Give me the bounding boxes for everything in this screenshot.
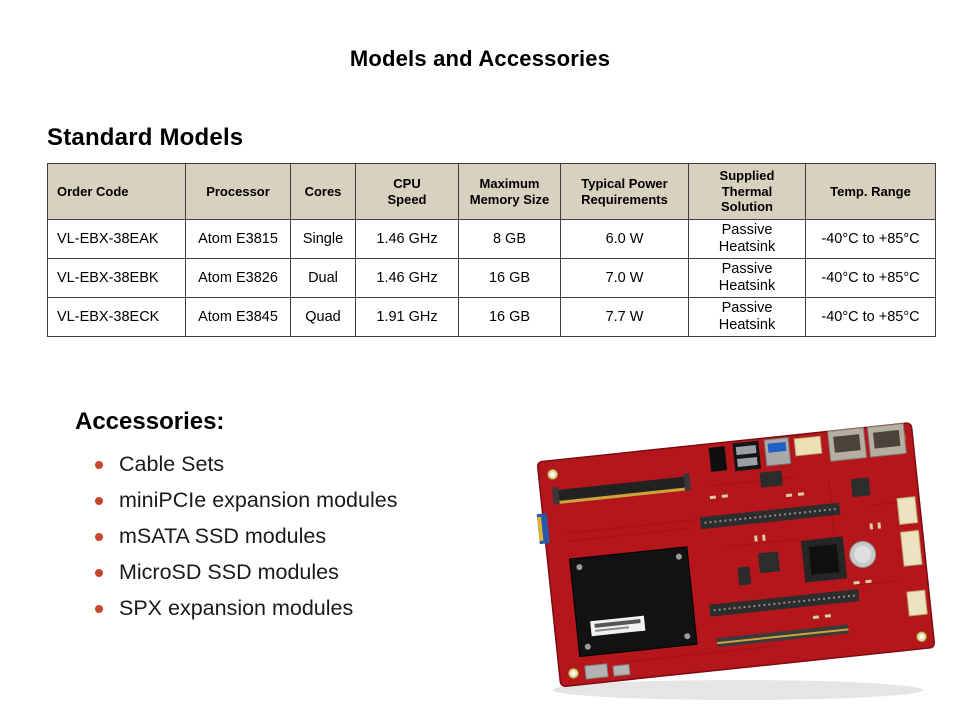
table-row: VL-EBX-38EAK Atom E3815 Single 1.46 GHz … (47, 219, 936, 259)
cell-cores: Single (290, 219, 356, 259)
cell-cores: Dual (290, 258, 356, 298)
header-power: Typical Power Requirements (560, 163, 689, 220)
header-cpu-speed: CPU Speed (355, 163, 459, 220)
header-thermal: Supplied Thermal Solution (688, 163, 806, 220)
accessory-label: SPX expansion modules (119, 596, 354, 620)
cell-thermal: Passive Heatsink (688, 258, 806, 298)
cell-order-code: VL-EBX-38ECK (47, 297, 186, 337)
table-header-row: Order Code Processor Cores CPU Speed Max… (47, 163, 936, 220)
cell-processor: Atom E3815 (185, 219, 291, 259)
bullet-icon (95, 460, 103, 469)
cell-thermal: Passive Heatsink (688, 297, 806, 337)
bullet-icon (95, 496, 103, 505)
cell-temp-range: -40°C to +85°C (805, 219, 936, 259)
accessories-heading: Accessories: (75, 408, 225, 435)
standard-models-heading: Standard Models (47, 124, 244, 151)
header-order-code: Order Code (47, 163, 186, 220)
cell-cpu-speed: 1.46 GHz (355, 258, 459, 298)
accessory-label: MicroSD SSD modules (119, 560, 339, 584)
models-table: Order Code Processor Cores CPU Speed Max… (47, 163, 936, 337)
list-item: SPX expansion modules (95, 596, 397, 621)
bullet-icon (95, 568, 103, 577)
cell-temp-range: -40°C to +85°C (805, 258, 936, 298)
cell-power: 6.0 W (560, 219, 689, 259)
list-item: miniPCIe expansion modules (95, 488, 397, 513)
accessory-label: mSATA SSD modules (119, 524, 327, 548)
cell-cpu-speed: 1.91 GHz (355, 297, 459, 337)
list-item: MicroSD SSD modules (95, 560, 397, 585)
list-item: Cable Sets (95, 452, 397, 477)
cell-order-code: VL-EBX-38EAK (47, 219, 186, 259)
circuit-board-image (506, 398, 960, 712)
accessory-label: Cable Sets (119, 452, 225, 476)
cell-max-memory: 8 GB (458, 219, 561, 259)
accessories-section: Accessories: Cable Sets miniPCIe expansi… (75, 408, 397, 632)
table-row: VL-EBX-38EBK Atom E3826 Dual 1.46 GHz 16… (47, 258, 936, 298)
cell-cpu-speed: 1.46 GHz (355, 219, 459, 259)
cell-processor: Atom E3845 (185, 297, 291, 337)
bullet-icon (95, 604, 103, 613)
cell-temp-range: -40°C to +85°C (805, 297, 936, 337)
cell-processor: Atom E3826 (185, 258, 291, 298)
header-processor: Processor (185, 163, 291, 220)
cell-cores: Quad (290, 297, 356, 337)
slide-title: Models and Accessories (349, 46, 611, 71)
cell-power: 7.0 W (560, 258, 689, 298)
cell-max-memory: 16 GB (458, 297, 561, 337)
header-max-memory: Maximum Memory Size (458, 163, 561, 220)
table-row: VL-EBX-38ECK Atom E3845 Quad 1.91 GHz 16… (47, 297, 936, 337)
header-temp-range: Temp. Range (805, 163, 936, 220)
bullet-icon (95, 532, 103, 541)
cell-thermal: Passive Heatsink (688, 219, 806, 259)
accessory-label: miniPCIe expansion modules (119, 488, 398, 512)
cell-order-code: VL-EBX-38EBK (47, 258, 186, 298)
cell-max-memory: 16 GB (458, 258, 561, 298)
accessories-list: Cable Sets miniPCIe expansion modules mS… (95, 452, 397, 621)
header-cores: Cores (290, 163, 356, 220)
cell-power: 7.7 W (560, 297, 689, 337)
list-item: mSATA SSD modules (95, 524, 397, 549)
